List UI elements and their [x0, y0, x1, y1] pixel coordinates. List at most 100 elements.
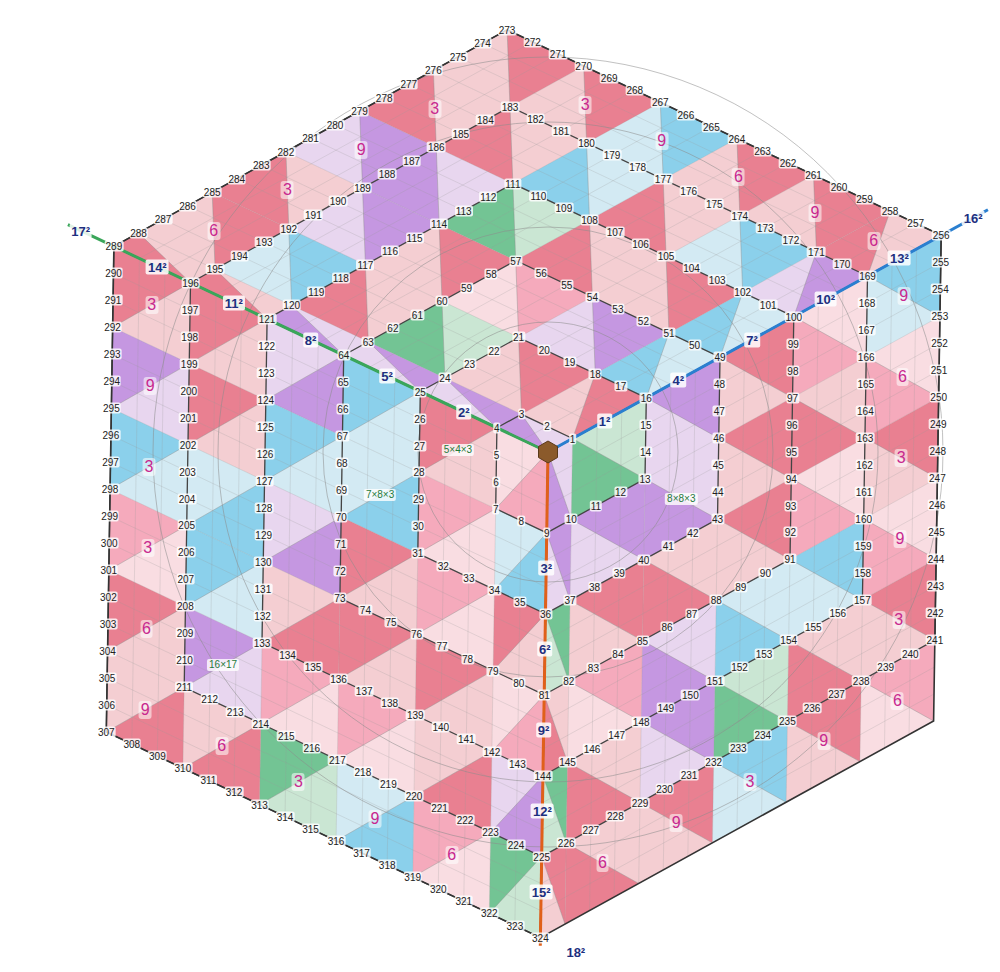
cell-digit: 6: [732, 168, 745, 186]
number-label: 62: [386, 323, 399, 334]
square-label: 13²: [888, 251, 911, 266]
number-label: 175: [705, 198, 724, 209]
cell-diagonal: [263, 517, 341, 562]
number-label: 127: [255, 475, 274, 486]
shaded-triangle: [644, 519, 718, 600]
number-label: 152: [730, 662, 749, 673]
number-label: 207: [176, 574, 195, 585]
cell-diagonal: [789, 640, 861, 680]
number-label: 23: [463, 359, 476, 370]
number-label: 131: [254, 583, 273, 594]
number-label: 110: [529, 190, 547, 201]
cell-diagonal: [442, 301, 445, 378]
number-label: 200: [179, 385, 198, 396]
number-label: 115: [406, 232, 424, 243]
shaded-triangle: [720, 317, 794, 398]
shaded-triangle: [714, 721, 788, 802]
number-label: 116: [381, 246, 399, 257]
number-label: 173: [756, 222, 775, 233]
cell-digit: 3: [743, 773, 756, 791]
number-label: 24: [438, 373, 451, 384]
spiral-path: [267, 184, 794, 319]
number-label: 50: [688, 340, 701, 351]
cell-diagonal: [640, 802, 712, 842]
number-label: 284: [227, 173, 246, 184]
number-label: 252: [930, 338, 949, 349]
number-label: 279: [350, 106, 369, 117]
cell-diagonal: [663, 179, 666, 256]
fine-grid-line: [107, 705, 541, 911]
cell-digit: 6: [896, 368, 909, 386]
number-label: 282: [277, 146, 296, 157]
number-label: 136: [329, 673, 348, 684]
number-label: 218: [354, 767, 373, 778]
number-label: 165: [856, 378, 875, 389]
number-label: 206: [177, 547, 196, 558]
number-label: 45: [712, 460, 725, 471]
blue-ray: [548, 210, 988, 452]
fine-grid-line: [310, 138, 744, 344]
cell-diagonal: [513, 184, 516, 261]
number-label: 1: [569, 433, 577, 444]
shaded-triangle: [336, 796, 414, 877]
number-label: 257: [906, 218, 925, 229]
number-label: 68: [335, 458, 348, 469]
spiral-path: [547, 398, 647, 533]
fine-grid-line: [811, 303, 819, 789]
number-label: 5: [493, 449, 501, 460]
cell-diagonal: [336, 796, 414, 841]
number-label: 278: [375, 92, 394, 103]
number-label: 142: [483, 746, 502, 757]
fine-grid-line: [188, 206, 622, 412]
number-label: 306: [97, 700, 116, 711]
square-label: 6²: [537, 641, 553, 656]
number-label: 51: [662, 328, 675, 339]
number-label: 20: [538, 344, 551, 355]
number-label: 292: [103, 322, 122, 333]
number-label: 180: [577, 138, 596, 149]
shaded-triangle: [645, 438, 719, 519]
number-label: 12: [614, 487, 627, 498]
number-label: 39: [613, 568, 626, 579]
number-label: 149: [656, 703, 675, 714]
fine-grid-line: [471, 199, 864, 416]
number-label: 223: [481, 827, 500, 838]
number-label: 117: [356, 259, 374, 270]
number-label: 210: [175, 655, 194, 666]
cell-diagonal: [108, 606, 186, 651]
face-outline: [540, 235, 941, 937]
cell-diagonal: [266, 355, 344, 400]
number-label: 177: [654, 174, 673, 185]
number-label: 305: [98, 673, 117, 684]
number-label: 78: [461, 653, 474, 664]
number-label: 124: [256, 394, 275, 405]
cell-digit: 9: [893, 530, 906, 548]
number-label: 301: [99, 565, 118, 576]
square-label: 17²: [69, 223, 92, 238]
cell-diagonal: [720, 357, 792, 397]
number-label: 179: [603, 150, 622, 161]
cell-diagonal: [184, 643, 262, 688]
cell-diagonal: [413, 832, 491, 877]
number-label: 242: [926, 608, 945, 619]
fine-grid-line: [293, 114, 686, 331]
number-label: 194: [230, 250, 249, 261]
number-label: 281: [301, 133, 320, 144]
cell-digit: 6: [207, 222, 220, 240]
number-label: 171: [807, 246, 826, 257]
cell-diagonal: [342, 392, 420, 437]
number-label: 250: [929, 392, 948, 403]
green-ray: [68, 225, 548, 452]
square-label: 1²: [597, 413, 613, 428]
number-label: 320: [429, 884, 448, 895]
number-label: 145: [558, 757, 577, 768]
number-label: 313: [250, 799, 269, 810]
cell-diagonal: [566, 843, 638, 883]
number-label: 273: [498, 24, 517, 35]
fine-grid-line: [835, 290, 843, 776]
number-label: 121: [258, 313, 277, 324]
number-label: 56: [535, 267, 548, 278]
number-label: 150: [681, 689, 700, 700]
cell-digit: 3: [579, 96, 592, 114]
